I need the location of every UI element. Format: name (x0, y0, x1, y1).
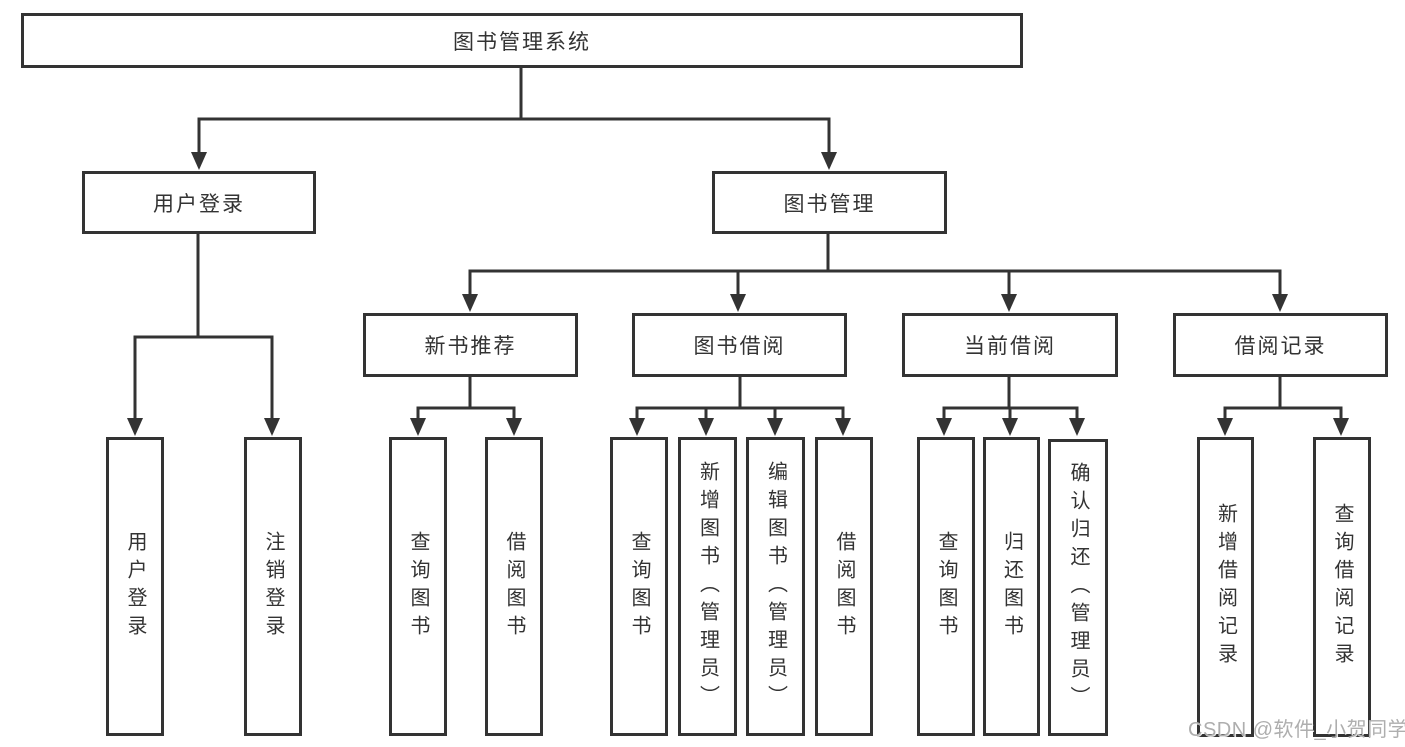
node-book-management: 图书管理 (712, 171, 947, 234)
leaf-query-borrow-record: 查询借阅记录 (1313, 437, 1371, 737)
leaf-edit-book-admin: 编辑图书（管理员） (746, 437, 805, 736)
node-book-borrow-label: 图书借阅 (693, 335, 786, 358)
leaf-borrow-book-label: 借阅图书 (833, 530, 855, 643)
node-new-book-recommend: 新书推荐 (363, 313, 578, 377)
watermark: CSDN @软件_小贺同学 (1188, 719, 1405, 741)
leaf-query-book-recommend: 查询图书 (389, 437, 447, 736)
leaf-query-book-recommend-label: 查询图书 (407, 530, 429, 643)
leaf-borrow-book-recommend-label: 借阅图书 (503, 530, 525, 643)
leaf-query-book-current: 查询图书 (917, 437, 975, 736)
leaf-add-borrow-record: 新增借阅记录 (1197, 437, 1254, 737)
leaf-edit-book-admin-label: 编辑图书（管理员） (764, 460, 787, 713)
leaf-confirm-return-admin: 确认归还（管理员） (1048, 439, 1108, 736)
leaf-user-login-label: 用户登录 (124, 530, 146, 643)
node-borrow-record-label: 借阅记录 (1234, 335, 1327, 358)
leaf-confirm-return-admin-label: 确认归还（管理员） (1067, 461, 1089, 714)
leaf-logout-login-label: 注销登录 (262, 530, 284, 643)
leaf-add-book-admin: 新增图书（管理员） (678, 437, 737, 736)
leaf-borrow-book: 借阅图书 (815, 437, 873, 736)
node-user-login-label: 用户登录 (153, 192, 245, 216)
node-new-book-recommend-label: 新书推荐 (424, 335, 517, 358)
node-book-borrow: 图书借阅 (632, 313, 847, 377)
leaf-logout-login: 注销登录 (244, 437, 302, 736)
node-root-label: 图书管理系统 (453, 30, 591, 54)
leaf-add-book-admin-label: 新增图书（管理员） (696, 460, 719, 713)
leaf-query-book-borrow-label: 查询图书 (628, 530, 650, 643)
node-current-borrow-label: 当前借阅 (964, 335, 1056, 358)
leaf-borrow-book-recommend: 借阅图书 (485, 437, 543, 736)
node-book-management-label: 图书管理 (783, 192, 876, 216)
leaf-return-book: 归还图书 (983, 437, 1040, 736)
node-current-borrow: 当前借阅 (902, 313, 1118, 377)
leaf-return-book-label: 归还图书 (1000, 530, 1023, 643)
node-borrow-record: 借阅记录 (1173, 313, 1388, 377)
leaf-query-book-current-label: 查询图书 (935, 530, 957, 643)
node-root: 图书管理系统 (21, 13, 1023, 68)
leaf-query-borrow-record-label: 查询借阅记录 (1331, 503, 1353, 671)
node-user-login: 用户登录 (82, 171, 316, 234)
leaf-add-borrow-record-label: 新增借阅记录 (1214, 503, 1237, 671)
leaf-user-login: 用户登录 (106, 437, 164, 736)
leaf-query-book-borrow: 查询图书 (610, 437, 668, 736)
